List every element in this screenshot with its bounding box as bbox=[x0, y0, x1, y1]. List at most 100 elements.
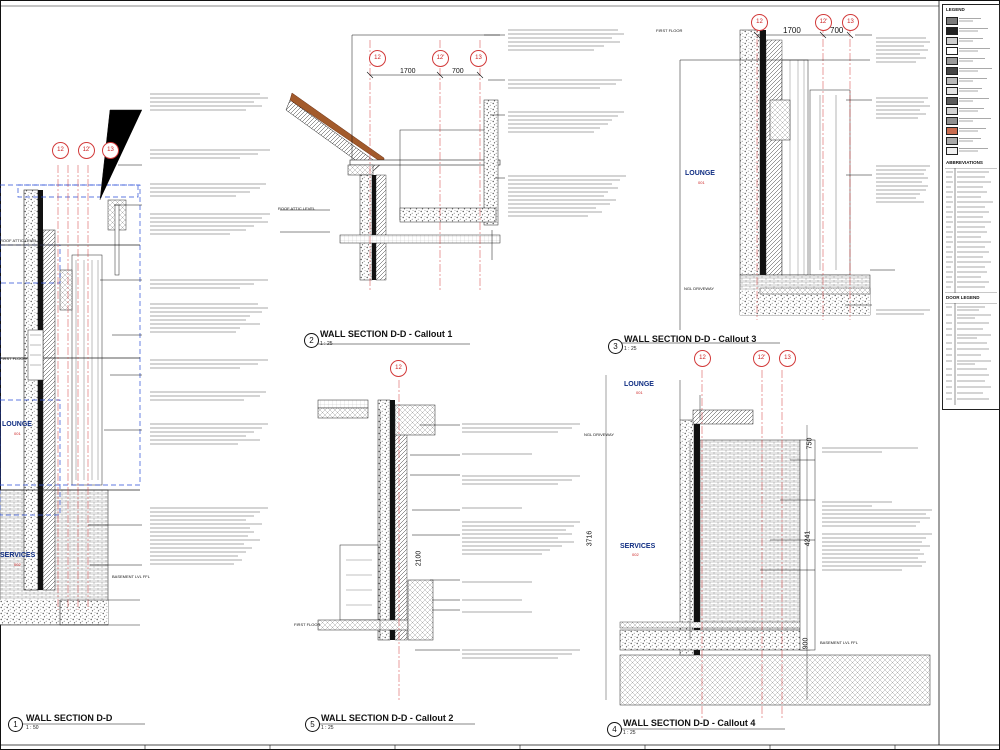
level-marker: BASEMENT LVL FFL bbox=[820, 640, 858, 645]
title-strip bbox=[144, 745, 896, 750]
legend-label-lines bbox=[959, 98, 989, 102]
annotation-notes bbox=[876, 36, 1000, 318]
grid-bubble: 13 bbox=[842, 14, 859, 31]
annotation-lines bbox=[822, 447, 932, 571]
dimension-label: 700 bbox=[452, 68, 464, 75]
grid-bubble: 12' bbox=[815, 14, 832, 31]
legend-label-lines bbox=[959, 58, 985, 62]
grid-bubble: 13 bbox=[470, 50, 487, 67]
level-marker: FIRST FLOOR bbox=[294, 622, 321, 627]
legend-swatch bbox=[946, 67, 958, 75]
grid-bubble: 13 bbox=[102, 142, 119, 159]
legend-title: LEGEND bbox=[946, 7, 965, 12]
grid-bubble: 12' bbox=[753, 350, 770, 367]
dimension-label: 2100 bbox=[415, 550, 423, 567]
level-marker: ROOF ATTIC LEVEL bbox=[0, 238, 38, 243]
level-marker: NGL DRIVEWAY bbox=[584, 432, 615, 437]
legend-label-lines bbox=[959, 108, 984, 112]
grid-bubble: 12 bbox=[369, 50, 386, 67]
annotation-notes bbox=[462, 422, 602, 664]
view-title: WALL SECTION D-D - Callout 2 bbox=[321, 713, 454, 723]
dimension-label: 900 bbox=[802, 637, 810, 650]
level-marker: NGL DRIVEWAY bbox=[684, 286, 715, 291]
annotation-lines bbox=[508, 29, 626, 217]
room-tag-number: 002 bbox=[14, 562, 21, 567]
legend-swatch bbox=[946, 57, 958, 65]
level-marker: BASEMENT LVL FFL bbox=[112, 574, 150, 579]
abbreviations-table bbox=[945, 168, 997, 293]
view-3-geometry bbox=[679, 25, 895, 330]
room-tag-name: LOUNGE bbox=[2, 421, 32, 428]
annotation-lines bbox=[876, 37, 930, 315]
view-1-geometry bbox=[0, 109, 142, 626]
annotation-lines bbox=[462, 423, 580, 659]
legend-swatch bbox=[946, 107, 958, 115]
grid-bubble: 12 bbox=[52, 142, 69, 159]
legend-swatch bbox=[946, 17, 958, 25]
room-tag-number: 001 bbox=[14, 431, 21, 436]
dimension-label: 1700 bbox=[400, 68, 416, 75]
room-tag-number: 001 bbox=[636, 390, 643, 395]
door-legend-table bbox=[945, 303, 997, 405]
view-title: WALL SECTION D-D bbox=[26, 713, 113, 723]
dimension-label: 1700 bbox=[783, 26, 801, 35]
view-scale: 1 : 50 bbox=[26, 725, 39, 731]
legend-swatch bbox=[946, 37, 958, 45]
annotation-notes bbox=[508, 28, 648, 230]
view-number: 5 bbox=[305, 717, 320, 732]
legend-swatch bbox=[946, 27, 958, 35]
room-tag-name: LOUNGE bbox=[624, 381, 654, 388]
legend-swatch bbox=[946, 147, 958, 155]
legend-swatch bbox=[946, 137, 958, 145]
legend-label-lines bbox=[959, 88, 982, 92]
view-scale: 1 : 25 bbox=[623, 730, 636, 736]
legend-swatch bbox=[946, 77, 958, 85]
room-tag-number: 001 bbox=[698, 180, 705, 185]
view-scale: 1 : 25 bbox=[321, 725, 334, 731]
view-number: 3 bbox=[608, 339, 623, 354]
annotation-notes bbox=[150, 92, 290, 594]
grid-bubble: 12' bbox=[432, 50, 449, 67]
legend-label-lines bbox=[959, 28, 988, 32]
grid-bubble: 12 bbox=[751, 14, 768, 31]
view-number: 1 bbox=[8, 717, 23, 732]
view-title: WALL SECTION D-D - Callout 1 bbox=[320, 329, 453, 339]
legend-label-lines bbox=[959, 68, 992, 72]
view-scale: 1 : 25 bbox=[624, 346, 637, 352]
grid-bubble: 12' bbox=[78, 142, 95, 159]
legend-panel: LEGEND ABBREVIATIONS DOOR LEGEND bbox=[942, 4, 1000, 410]
legend-swatch bbox=[946, 47, 958, 55]
legend-swatch bbox=[946, 117, 958, 125]
grid-bubble: 12 bbox=[390, 360, 407, 377]
level-marker: FIRST FLOOR bbox=[0, 356, 27, 361]
view-title: WALL SECTION D-D - Callout 4 bbox=[623, 718, 756, 728]
dimension-label: 750 bbox=[806, 437, 814, 450]
view-2-geometry bbox=[280, 34, 505, 290]
dimension-label: 4241 bbox=[804, 530, 812, 547]
legend-label-lines bbox=[959, 38, 983, 42]
door-legend-title: DOOR LEGEND bbox=[946, 295, 980, 300]
annotation-lines bbox=[150, 93, 270, 565]
view-number: 4 bbox=[607, 722, 622, 737]
legend-label-lines bbox=[959, 48, 990, 52]
room-tag-name: SERVICES bbox=[0, 552, 36, 559]
legend-swatch bbox=[946, 127, 958, 135]
view-4-geometry bbox=[605, 370, 931, 720]
grid-bubble: 13 bbox=[779, 350, 796, 367]
legend-label-lines bbox=[959, 18, 981, 22]
legend-swatch bbox=[946, 97, 958, 105]
level-marker: ROOF ATTIC LEVEL bbox=[278, 206, 316, 211]
view-5-geometry bbox=[317, 380, 460, 700]
room-tag-number: 002 bbox=[632, 552, 639, 557]
legend-label-lines bbox=[959, 118, 991, 122]
abbreviations-title: ABBREVIATIONS bbox=[946, 160, 983, 165]
dimension-label: 700 bbox=[830, 26, 844, 35]
room-tag-name: SERVICES bbox=[620, 543, 656, 550]
legend-swatch bbox=[946, 87, 958, 95]
view-title: WALL SECTION D-D - Callout 3 bbox=[624, 334, 757, 344]
annotation-notes bbox=[822, 446, 962, 598]
legend-label-lines bbox=[959, 128, 986, 132]
level-marker: FIRST FLOOR bbox=[656, 28, 683, 33]
